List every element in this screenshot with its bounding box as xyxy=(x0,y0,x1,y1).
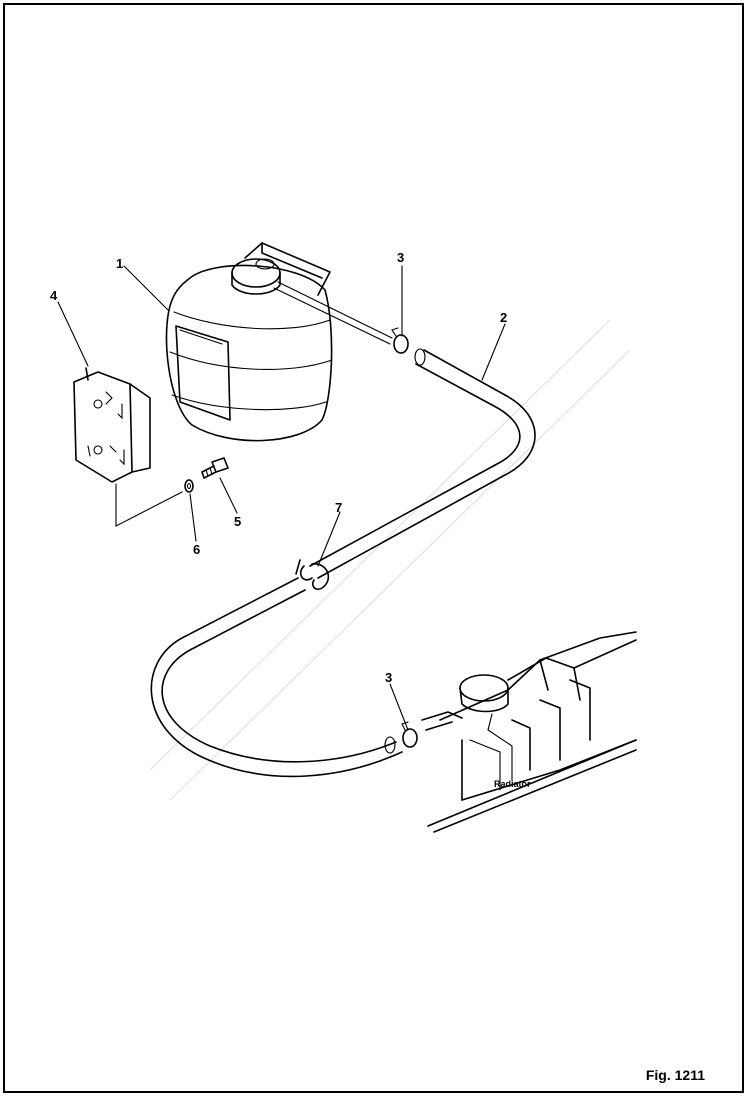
callout-4: 4 xyxy=(50,288,58,303)
callout-5: 5 xyxy=(234,514,241,529)
hose-clamp-upper xyxy=(391,327,409,354)
reservoir-tank xyxy=(165,242,393,442)
callout-3-lower: 3 xyxy=(385,670,392,685)
callout-3-upper: 3 xyxy=(397,250,404,265)
assembly-line xyxy=(115,483,183,527)
drawing-frame xyxy=(3,3,744,1093)
figure-caption: Fig. 1211 xyxy=(645,1067,705,1083)
radiator-label: Radiator xyxy=(494,779,531,789)
washer xyxy=(184,479,194,493)
callout-1: 1 xyxy=(116,256,123,271)
callout-6: 6 xyxy=(193,542,200,557)
hose-clip xyxy=(295,559,330,591)
mounting-bracket xyxy=(73,367,151,483)
leader-lines xyxy=(57,265,506,731)
hose xyxy=(150,348,536,778)
hose-clamp-lower xyxy=(401,721,418,748)
watermark xyxy=(149,319,631,801)
bolt xyxy=(201,457,229,479)
callout-2: 2 xyxy=(500,310,507,325)
radiator xyxy=(421,631,637,833)
callout-7: 7 xyxy=(335,500,342,515)
